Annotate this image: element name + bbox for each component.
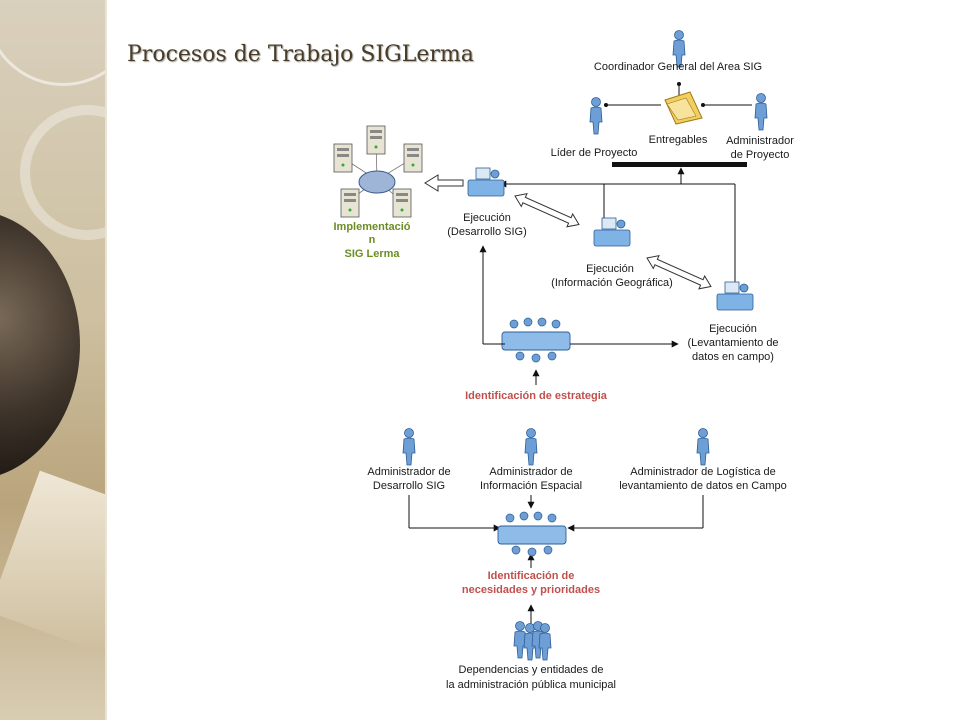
deliverables-folder-icon	[664, 91, 703, 125]
coordinator-label: Coordinador General del Area SIG	[594, 61, 762, 73]
exec-dev-label-2: (Desarrollo SIG)	[447, 226, 526, 238]
decorative-sidebar	[0, 0, 107, 720]
server-icon	[392, 188, 412, 218]
admin-logistics-label-1: Administrador de Logística de	[630, 466, 776, 478]
exec-geo-label-1: Ejecución	[586, 263, 634, 275]
to-implementation-arrow	[424, 174, 464, 192]
exec-field-label-1: Ejecución	[709, 323, 757, 335]
exec-field-label-2: (Levantamiento de	[687, 337, 778, 349]
deliverables-bar	[612, 162, 747, 167]
exec-dev-label-1: Ejecución	[463, 212, 511, 224]
strategy-meeting-icon	[501, 317, 571, 363]
server-icon	[340, 188, 360, 218]
server-icon	[333, 143, 353, 173]
implementation-cluster	[333, 125, 423, 218]
sidebar-divider	[105, 0, 107, 720]
decor-ring	[20, 105, 107, 240]
admin-logistics-label-2: levantamiento de datos en Campo	[619, 480, 787, 492]
needs-label-1: Identificación de	[488, 570, 575, 582]
implementation-label-3: SIG Lerma	[344, 248, 400, 260]
admin-dev-label-1: Administrador de	[367, 466, 450, 478]
leader-person-icon	[589, 97, 603, 135]
dependencies-label-1: Dependencias y entidades de	[459, 664, 604, 676]
implementation-label-1: Implementació	[333, 221, 410, 233]
geo-workstation-icon	[593, 217, 631, 247]
decor-ring	[0, 0, 107, 86]
admin-dev-person-icon	[402, 428, 416, 466]
dependencies-group-icon	[513, 621, 552, 661]
admin-project-label-1: Administrador	[726, 135, 794, 147]
dependencies-label-2: la administración pública municipal	[446, 679, 616, 691]
exec-geo-label-2: (Información Geográfica)	[551, 277, 673, 289]
server-icon	[403, 143, 423, 173]
needs-meeting-icon	[497, 511, 567, 557]
field-workstation-icon	[716, 281, 754, 311]
needs-label-2: necesidades y prioridades	[462, 584, 600, 596]
strategy-label: Identificación de estrategia	[465, 390, 608, 402]
leader-label: Líder de Proyecto	[551, 147, 638, 159]
slide-title: Procesos de Trabajo SIGLerma	[127, 42, 474, 67]
exec-field-label-3: datos en campo)	[692, 351, 774, 363]
dev-workstation-icon	[467, 167, 505, 197]
admin-logistics-person-icon	[696, 428, 710, 466]
admin-spatial-label-1: Administrador de	[489, 466, 572, 478]
dev-geo-double-arrow	[511, 189, 583, 232]
implementation-label-2: n	[369, 234, 376, 246]
deliverables-label: Entregables	[649, 134, 708, 146]
admin-spatial-person-icon	[524, 428, 538, 466]
admin-spatial-label-2: Información Espacial	[480, 480, 582, 492]
admin-project-person-icon	[754, 93, 768, 131]
admin-project-label-2: de Proyecto	[731, 149, 790, 161]
network-hub-icon	[358, 170, 396, 194]
server-icon	[366, 125, 386, 155]
admin-dev-label-2: Desarrollo SIG	[373, 480, 445, 492]
